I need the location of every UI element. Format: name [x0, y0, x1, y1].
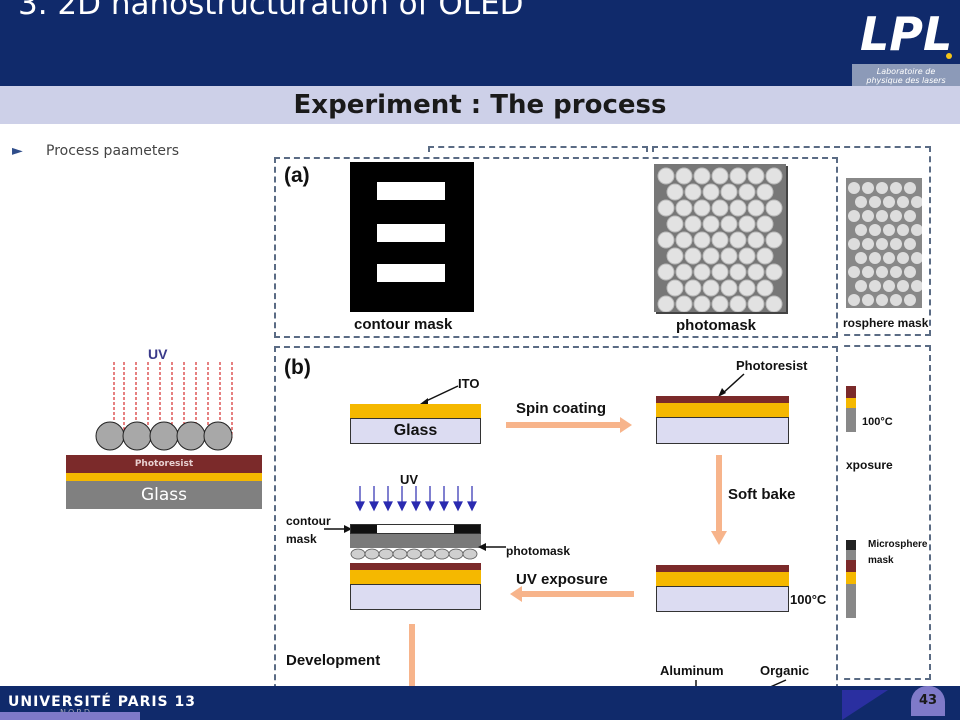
step4-contour-mask-label: contour mask	[286, 514, 331, 546]
slide-subtitle: Experiment : The process	[293, 90, 667, 120]
bullet-text: Process paameters	[46, 143, 180, 159]
photomask-label: photomask	[676, 317, 757, 334]
aluminum-label: Aluminum	[660, 663, 724, 678]
temp-label: 100°C	[790, 592, 827, 607]
step4-glass-layer	[350, 584, 481, 610]
behind-microsphere-label: Microsphere mask	[868, 539, 928, 566]
step2-ito-layer	[656, 403, 789, 417]
soft-bake-label: Soft bake	[728, 486, 796, 503]
step2-photoresist-layer	[656, 396, 789, 403]
photomask-pointer	[478, 543, 506, 551]
left-diagram: UV Photoresist Glass	[66, 340, 266, 515]
uv-exposure-arrowhead	[510, 586, 522, 602]
behind-stack	[846, 386, 856, 432]
step4-microspheres	[350, 548, 478, 560]
left-photoresist-label: Photoresist	[134, 459, 194, 469]
header-bar	[0, 0, 960, 86]
panel-a-tag: (a)	[284, 164, 310, 187]
step4-contour-mask	[350, 524, 481, 534]
step4-uv-rays	[355, 486, 477, 512]
step4-ito-layer	[350, 570, 481, 584]
university-logo: UNIVERSITÉ PARIS 13 NORD	[0, 686, 272, 720]
step4-photoresist-layer	[350, 563, 481, 570]
photomask-image	[654, 164, 786, 313]
photoresist-label: Photoresist	[736, 358, 808, 373]
organic-label: Organic	[760, 663, 810, 678]
step3-glass-layer	[656, 586, 789, 612]
slide-title: 3. 2D nanostructuration of OLED	[18, 0, 524, 22]
left-uv-label: UV	[148, 346, 168, 362]
step2-glass-layer	[656, 417, 789, 444]
left-glass-layer: Glass	[66, 481, 262, 509]
step1-glass-layer: Glass	[350, 418, 481, 444]
logo-subtitle-1: Laboratoire de	[877, 67, 936, 76]
panel-b	[274, 346, 838, 720]
soft-bake-arrow	[716, 455, 722, 533]
step3-ito-layer	[656, 572, 789, 586]
bullet-arrow-icon: ►	[12, 143, 23, 159]
uv-exposure-label: UV exposure	[516, 571, 608, 588]
behind-mask-label: rosphere mask	[843, 316, 929, 330]
contour-mask-label: contour mask	[354, 316, 453, 333]
behind-microsphere-image	[846, 178, 923, 308]
step4-photomask-label: photomask	[506, 544, 571, 558]
development-arrow	[409, 624, 415, 688]
spin-coating-arrowhead	[620, 417, 632, 433]
logo-subtitle-2: physique des lasers	[865, 76, 945, 85]
contour-mask-image	[350, 162, 474, 312]
panel-a	[274, 157, 838, 338]
lpl-logo: LPL Laboratoire de physique des lasers	[852, 2, 960, 86]
development-label: Development	[286, 652, 381, 669]
subtitle-band	[0, 86, 960, 124]
step1-ito-layer	[350, 404, 481, 418]
behind-exposure-label: xposure	[846, 458, 893, 472]
photoresist-pointer	[718, 373, 745, 397]
ito-label: ITO	[458, 376, 480, 391]
left-photoresist-layer: Photoresist	[66, 455, 262, 473]
panel-b-tag: (b)	[284, 356, 311, 379]
ito-pointer	[420, 385, 459, 404]
soft-bake-arrowhead	[711, 531, 727, 545]
university-text: UNIVERSITÉ PARIS 13	[8, 694, 196, 710]
step4-uv-label: UV	[400, 472, 419, 487]
left-ito-layer	[66, 473, 262, 481]
spin-coating-arrow	[506, 422, 622, 428]
behind-stack-2	[846, 540, 856, 618]
footer-accent	[0, 712, 140, 720]
contour-mask-pointer	[324, 525, 352, 533]
page-number: 43	[911, 686, 945, 716]
step4-photomask-plate	[350, 534, 481, 548]
footer-triangle	[842, 690, 888, 720]
behind-temp-label: 100°C	[862, 416, 893, 428]
step3-photoresist-layer	[656, 565, 789, 572]
uv-exposure-arrow	[522, 591, 634, 597]
logo-text: LPL	[860, 7, 952, 61]
spin-coating-label: Spin coating	[516, 400, 606, 417]
